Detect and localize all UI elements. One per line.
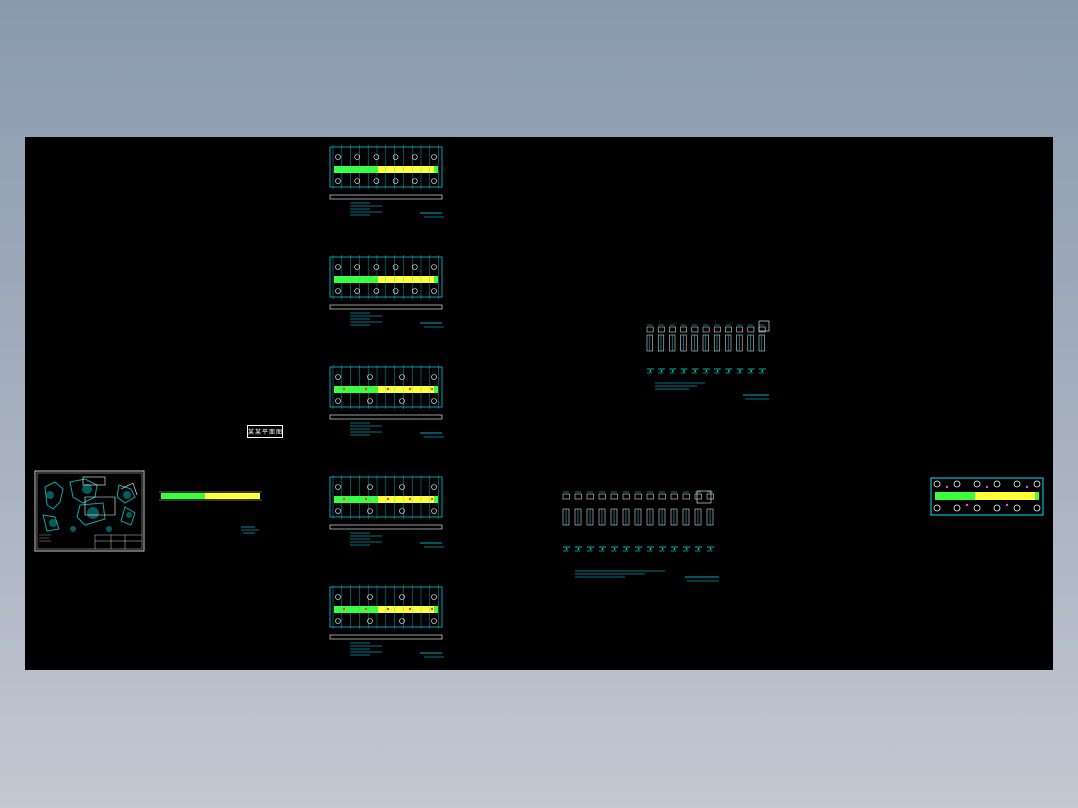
detail-sheet-upper[interactable] [646,320,770,400]
elevation-strip[interactable] [159,491,262,534]
floor-plan-column[interactable] [329,145,444,658]
floor-plan-sheet[interactable] [329,365,444,438]
floor-plan-sheet[interactable] [329,585,444,658]
cad-drawing-canvas[interactable] [25,137,1053,670]
sheet-title-label: 某某平面图 [247,425,283,438]
right-plan-strip[interactable] [930,477,1044,516]
site-plan-sheet[interactable] [34,470,145,552]
cad-drawing-viewport[interactable]: 某某平面图 [25,137,1053,670]
floor-plan-sheet[interactable] [329,145,444,218]
floor-plan-sheet[interactable] [329,255,444,328]
floor-plan-sheet[interactable] [329,475,444,548]
detail-sheet-lower[interactable] [562,490,719,582]
